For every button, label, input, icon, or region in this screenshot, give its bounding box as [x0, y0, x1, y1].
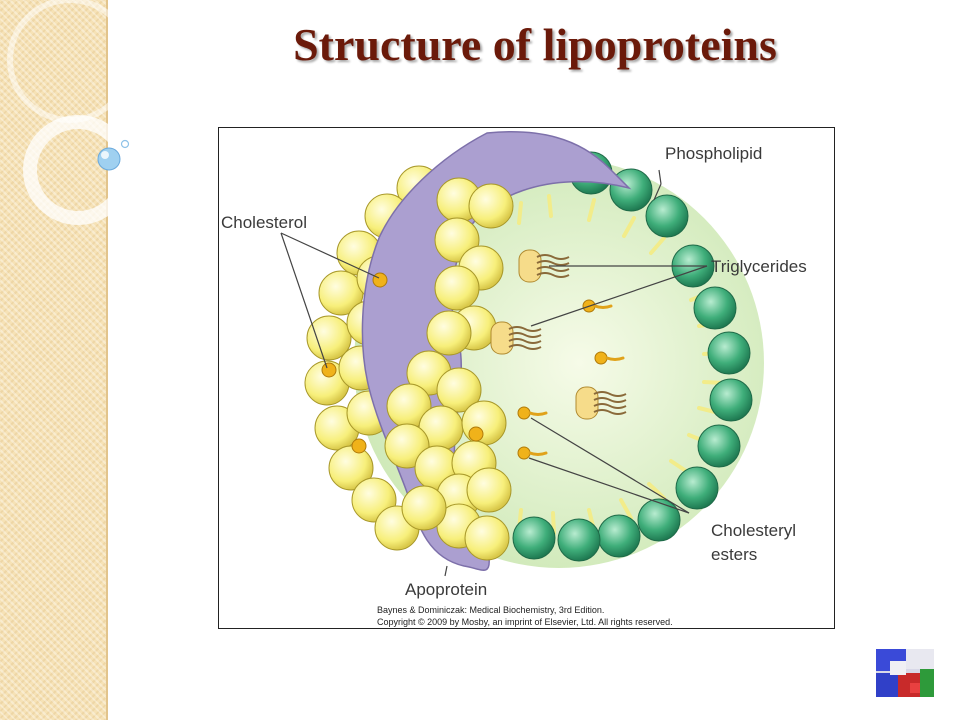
label-cholesteryl-esters-line2: esters — [711, 545, 757, 564]
label-cholesteryl-esters-line1: Cholesteryl — [711, 521, 796, 540]
lipoprotein-figure: Phospholipid Cholesterol Triglycerides C… — [218, 127, 835, 629]
figure-credit-line2: Copyright © 2009 by Mosby, an imprint of… — [377, 617, 673, 627]
label-phospholipid: Phospholipid — [665, 144, 762, 163]
cholesterol-dots — [321, 272, 484, 454]
protein-molecule-icon — [876, 649, 934, 697]
figure-credit-line1: Baynes & Dominiczak: Medical Biochemistr… — [377, 605, 604, 615]
label-triglycerides: Triglycerides — [711, 257, 807, 276]
bubble-ring-decoration — [7, 0, 133, 225]
label-apoprotein: Apoprotein — [405, 580, 487, 599]
label-leader-lines — [280, 169, 708, 577]
label-cholesterol: Cholesterol — [221, 213, 307, 232]
slide-title: Structure of lipoproteins — [293, 19, 777, 70]
cholesterol-spheres-front — [384, 177, 514, 561]
